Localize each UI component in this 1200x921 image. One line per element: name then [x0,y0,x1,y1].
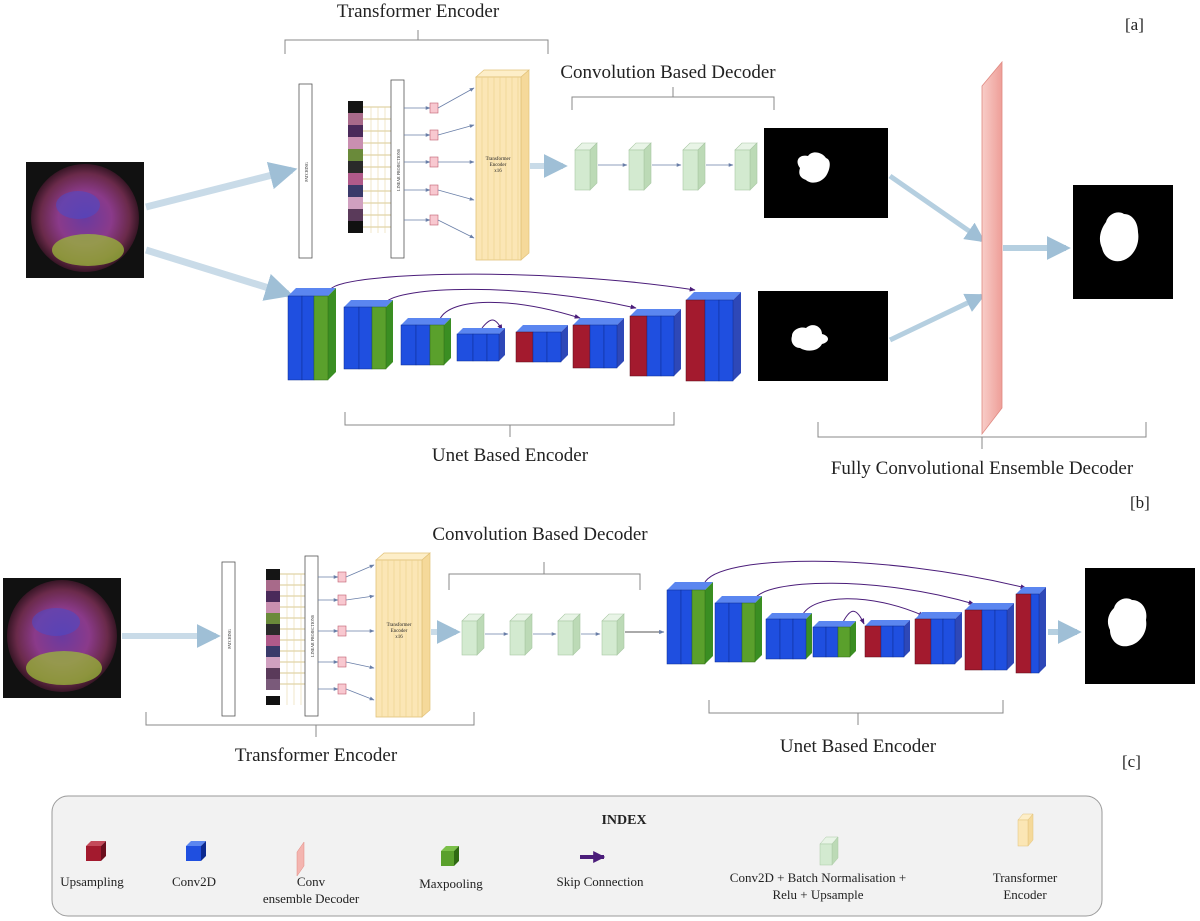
legend-transformer: Transformer Encoder [993,813,1058,902]
conv-decoder-blocks-b [461,613,665,656]
transformer-block-text-2-b: Encoder [391,629,408,634]
arrow-mask2-to-ensemble [888,293,986,343]
embedding-tokens-a [404,87,475,239]
mask-output-unet-a [758,291,888,381]
legend-ensemble-label-2: ensemble Decoder [263,891,360,906]
legend-conv2d: Conv2D [172,841,216,889]
legend-upsampling: Upsampling [60,841,124,889]
conv-decoder-label-a: Convolution Based Decoder [560,62,776,83]
patch-tiles-a [348,101,392,233]
panel-a-label: [a] [1125,15,1144,34]
legend-title: INDEX [601,813,646,828]
brain-input-image-a [26,162,144,278]
unet-brace-a [344,412,675,437]
conv-decoder-label-b: Convolution Based Decoder [432,524,648,545]
linear-projections-label-b: LINEAR PROJECTIONS [310,615,315,657]
patching-label-b: PATCHING [227,629,232,649]
legend-upsampling-label: Upsampling [60,874,124,889]
transformer-block-icon [1017,813,1034,847]
unet-encoder-label-b: Unet Based Encoder [780,736,937,757]
arrow-brain-to-patching [145,161,298,211]
patching-block-b [221,561,236,717]
panel-b: [b] Convolution Based Decoder PATCHING [3,493,1195,771]
transformer-encoder-brace-a [284,30,549,54]
linear-projections-block-b [304,555,319,717]
ensemble-slab-icon [296,841,305,877]
transformer-encoder-block-b: Transformer Encoder x16 [375,552,431,718]
transformer-block-text-3-a: x16 [494,169,502,174]
legend-skip-label: Skip Connection [556,874,644,889]
panel-a: [a] Transformer Encoder PATCHING [26,1,1173,479]
unet-b [666,560,1046,674]
maxpooling-cube-icon [441,846,459,866]
conv-decoder-brace-a [571,87,775,110]
upsampling-cube-icon [86,841,106,861]
patching-block-a [298,83,313,259]
conv2d-cube-icon [186,841,206,861]
legend-maxpooling: Maxpooling [419,846,483,891]
transformer-encoder-label-a: Transformer Encoder [337,1,500,22]
transformer-encoder-brace-b [145,712,475,737]
conv-decoder-brace-b [448,562,641,590]
legend-transformer-label-2: Encoder [1003,887,1047,902]
embedding-tokens-b [318,564,375,701]
panel-b-label: [b] [1130,493,1150,512]
final-mask-output-a [1073,185,1173,299]
mask-output-transformer-a [764,128,888,218]
ensemble-decoder-block-a [981,60,1003,436]
legend-skip: Skip Connection [556,851,644,889]
bn-block-icon [819,836,839,866]
legend-ensemble: Conv ensemble Decoder [263,841,360,906]
ensemble-brace-a [817,422,1147,449]
patching-label-a: PATCHING [304,162,309,182]
unet-a [287,273,741,382]
linear-projections-block-a [390,79,405,259]
arrow-brain-to-unet [144,246,294,301]
legend-ensemble-label-1: Conv [297,874,326,889]
transformer-encoder-block-a: Transformer Encoder x16 [475,69,530,261]
legend-maxpooling-label: Maxpooling [419,876,483,891]
patch-tiles-b [266,569,306,705]
legend-conv2d-label: Conv2D [172,874,216,889]
ensemble-decoder-label-a: Fully Convolutional Ensemble Decoder [831,458,1134,479]
unet-encoder-label-a: Unet Based Encoder [432,445,589,466]
legend-bn: Conv2D + Batch Normalisation + Relu + Up… [730,836,906,902]
legend-bn-label-2: Relu + Upsample [772,887,863,902]
transformer-block-text-1-a: Transformer [486,157,511,162]
final-mask-output-b [1085,568,1195,684]
linear-projections-label-a: LINEAR PROJECTIONS [396,149,401,191]
legend-transformer-label-1: Transformer [993,870,1058,885]
transformer-block-text-3-b: x16 [395,635,403,640]
legend-bn-label-1: Conv2D + Batch Normalisation + [730,870,906,885]
legend-index: INDEX Upsampling Conv2D Conv [51,795,1103,917]
panel-c-label: [c] [1122,752,1141,771]
brain-input-image-b [3,578,121,698]
transformer-encoder-label-b: Transformer Encoder [235,745,398,766]
legend-box [51,795,1103,917]
arrow-mask1-to-ensemble [888,173,986,243]
conv-decoder-blocks-a [574,142,758,191]
transformer-block-text-1-b: Transformer [387,623,412,628]
transformer-block-text-2-a: Encoder [490,163,507,168]
unet-brace-b [708,700,1004,725]
